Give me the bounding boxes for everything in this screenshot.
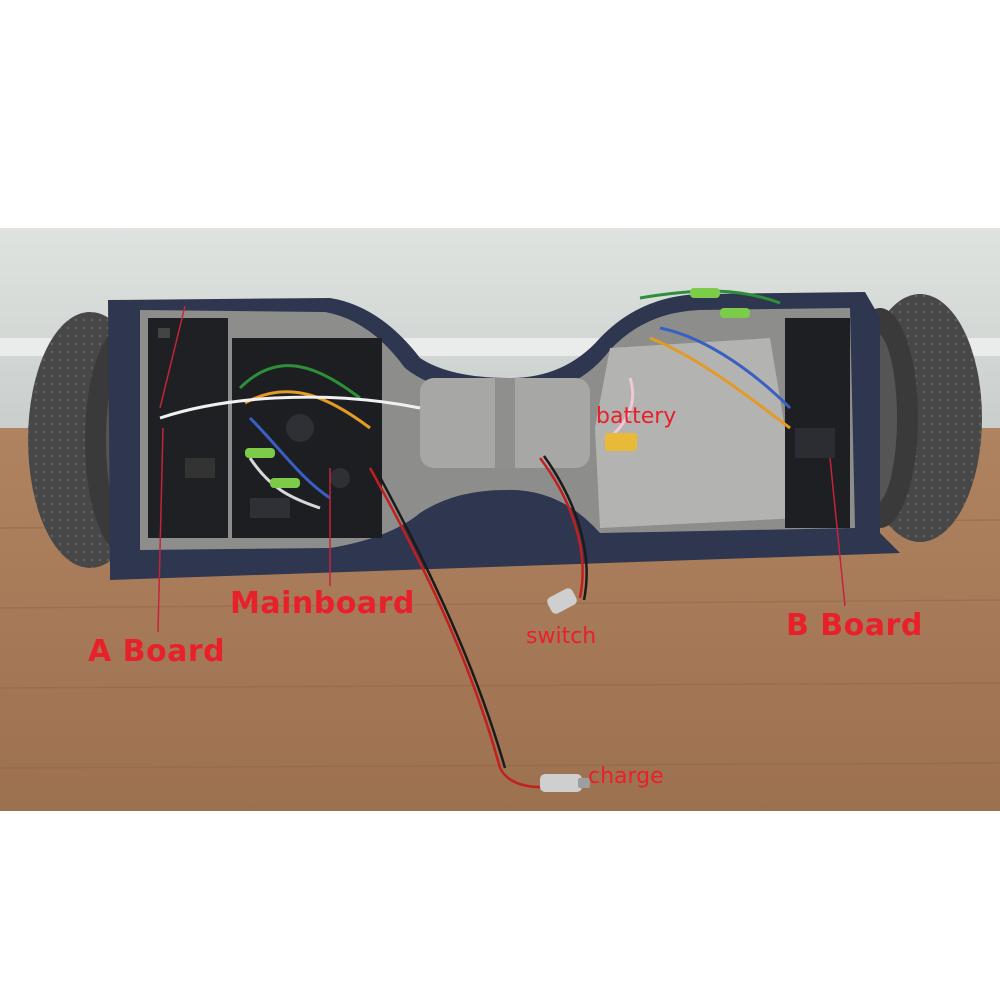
- a-board-pcb: [148, 318, 228, 538]
- b-board-pcb: [785, 318, 850, 528]
- battery-label: battery: [596, 404, 677, 429]
- charge-connector: [540, 774, 590, 792]
- switch-connector: [547, 588, 577, 614]
- a-board-label: A Board: [88, 634, 226, 669]
- battery-plate: [595, 338, 800, 528]
- external-cables: [368, 455, 588, 789]
- wires: [159, 289, 792, 510]
- switch-label: switch: [526, 624, 597, 649]
- mainboard-label: Mainboard: [230, 586, 415, 621]
- b-board-label: B Board: [786, 608, 923, 643]
- battery-connector: [605, 433, 637, 451]
- pointer-lines: [157, 305, 846, 633]
- charge-label: charge: [588, 764, 664, 789]
- hoverboard-photo: [0, 228, 1000, 811]
- green-connectors: [245, 288, 750, 488]
